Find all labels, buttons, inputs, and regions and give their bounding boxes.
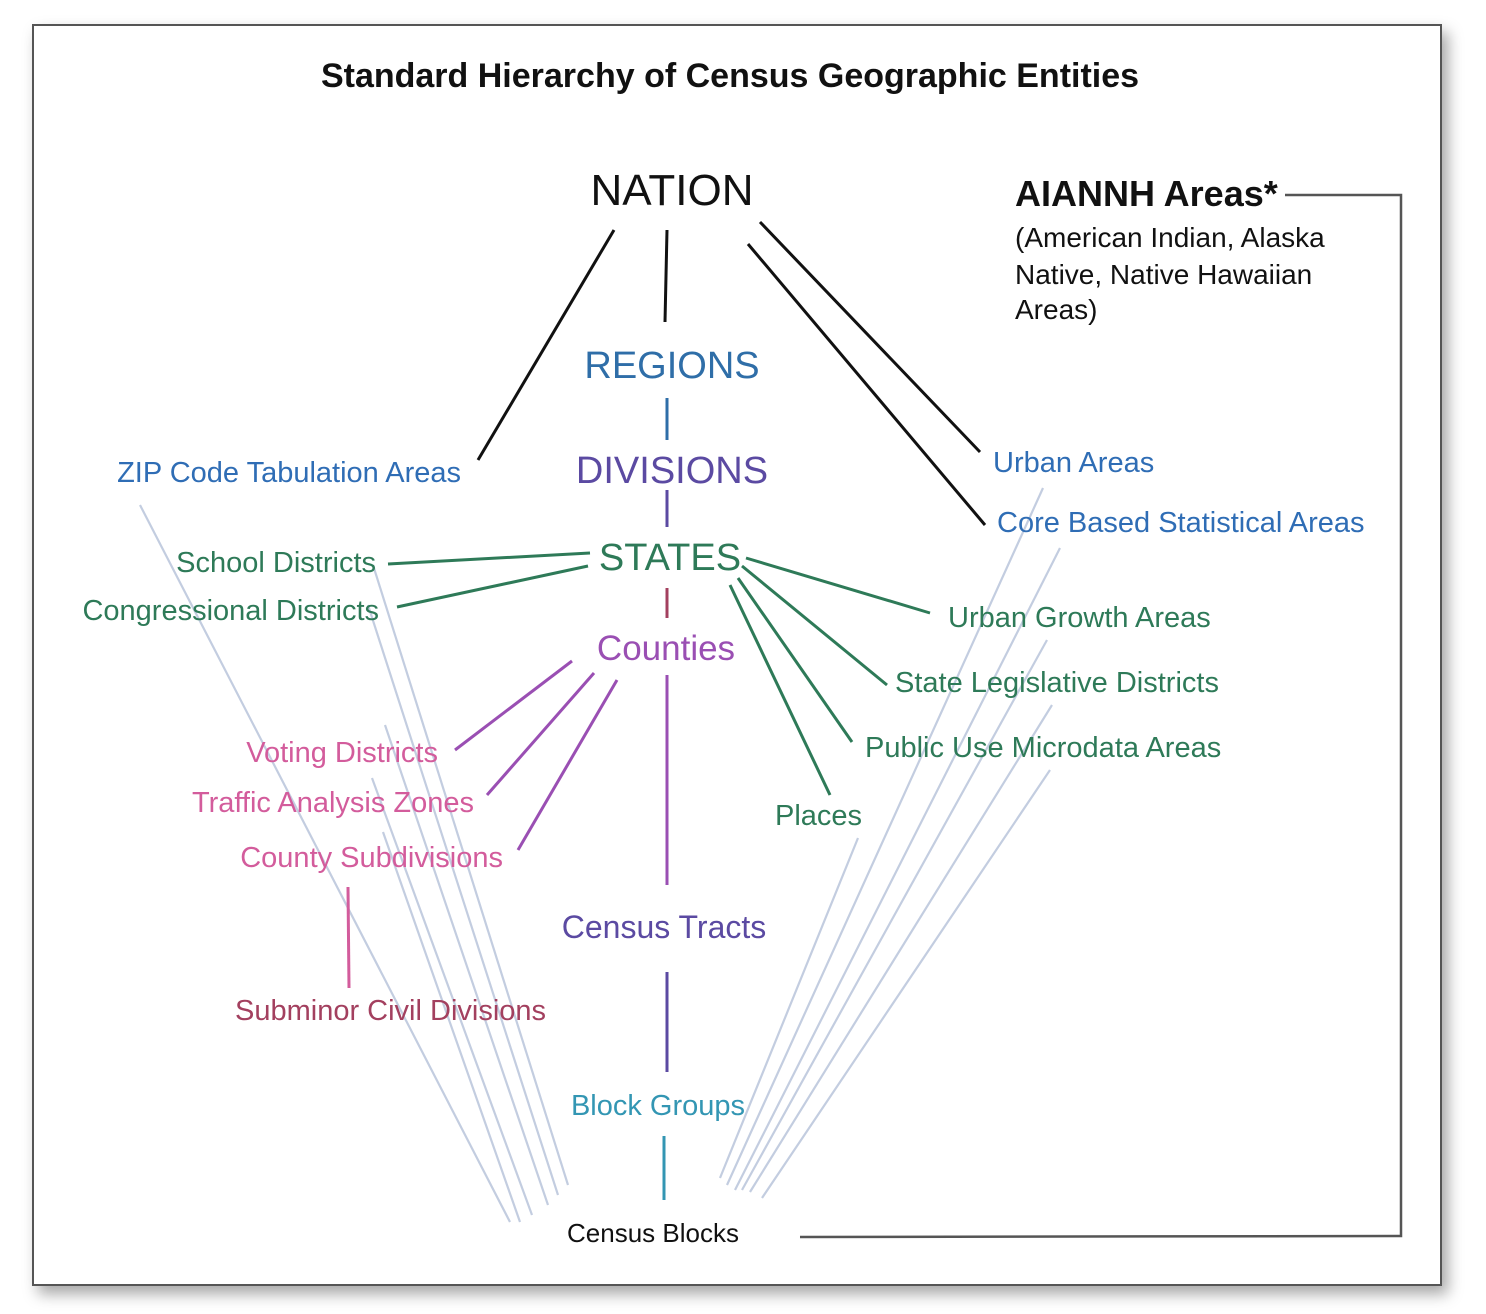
connector-school-blocks — [371, 564, 570, 1186]
node-regions: REGIONS — [584, 345, 759, 387]
connector-states-places — [728, 584, 832, 796]
connector-uga-blocks — [741, 639, 1048, 1191]
connector-counties-cousub — [516, 679, 619, 851]
connector-states-congressional — [396, 564, 589, 609]
diagram-title: Standard Hierarchy of Census Geographic … — [321, 57, 1139, 95]
connector-nation-cbsa — [746, 243, 987, 526]
node-aiannh-title: AIANNH Areas* — [1015, 173, 1278, 214]
connector-voting-blocks — [383, 724, 550, 1206]
counties-connectors — [454, 659, 669, 885]
node-block-groups: Block Groups — [571, 1090, 745, 1122]
connector-taz-blocks — [370, 777, 534, 1216]
connector-aiannh-blocks — [799, 193, 1403, 1239]
connector-urban-blocks — [725, 487, 1045, 1186]
connector-counties-voting — [454, 659, 573, 752]
connector-nation-urban — [758, 220, 982, 454]
node-traffic-analysis-zones: Traffic Analysis Zones — [192, 787, 474, 819]
node-nation: NATION — [591, 166, 754, 215]
node-urban-areas: Urban Areas — [993, 447, 1154, 479]
connector-congressional-blocks — [366, 604, 560, 1196]
connector-cousub-blocks — [381, 831, 522, 1223]
connector-nation-zcta — [476, 229, 616, 461]
node-voting-districts: Voting Districts — [246, 737, 438, 769]
node-divisions: DIVISIONS — [576, 450, 768, 492]
node-zcta: ZIP Code Tabulation Areas — [117, 457, 461, 489]
connector-cousub-subminor — [346, 886, 351, 989]
node-school-districts: School Districts — [176, 547, 376, 579]
connector-sld-blocks — [749, 704, 1053, 1193]
node-congressional-districts: Congressional Districts — [82, 595, 379, 627]
node-aiannh-desc-1: (American Indian, Alaska — [1015, 222, 1325, 253]
states-connectors — [387, 551, 931, 796]
connector-counties-taz — [485, 672, 596, 796]
connector-cbsa-blocks — [734, 547, 1061, 1191]
connector-states-puma — [736, 577, 854, 743]
node-states: STATES — [599, 537, 741, 579]
connector-nation-regions — [663, 229, 669, 323]
node-urban-growth-areas: Urban Growth Areas — [948, 602, 1211, 634]
connector-states-sld — [741, 564, 888, 687]
connector-puma-blocks — [761, 769, 1051, 1199]
node-puma: Public Use Microdata Areas — [865, 732, 1221, 764]
connector-places-blocks — [718, 837, 860, 1179]
node-census-tracts: Census Tracts — [562, 909, 767, 945]
node-subminor-civil-divisions: Subminor Civil Divisions — [235, 995, 546, 1027]
node-aiannh-desc-3: Areas) — [1015, 294, 1097, 325]
node-aiannh-desc-2: Native, Native Hawaiian — [1015, 259, 1312, 290]
node-census-blocks: Census Blocks — [567, 1218, 739, 1248]
node-cbsa: Core Based Statistical Areas — [997, 507, 1365, 539]
node-counties: Counties — [597, 629, 735, 668]
node-places: Places — [775, 800, 862, 832]
diagram-frame — [32, 24, 1442, 1286]
node-state-legislative-districts: State Legislative Districts — [895, 667, 1219, 699]
connector-states-uga — [745, 556, 931, 615]
connector-states-school — [387, 551, 591, 566]
node-county-subdivisions: County Subdivisions — [240, 842, 503, 874]
block-connectors — [139, 487, 1061, 1223]
nation-connectors — [476, 220, 987, 526]
connector-zcta-blocks — [139, 504, 511, 1223]
